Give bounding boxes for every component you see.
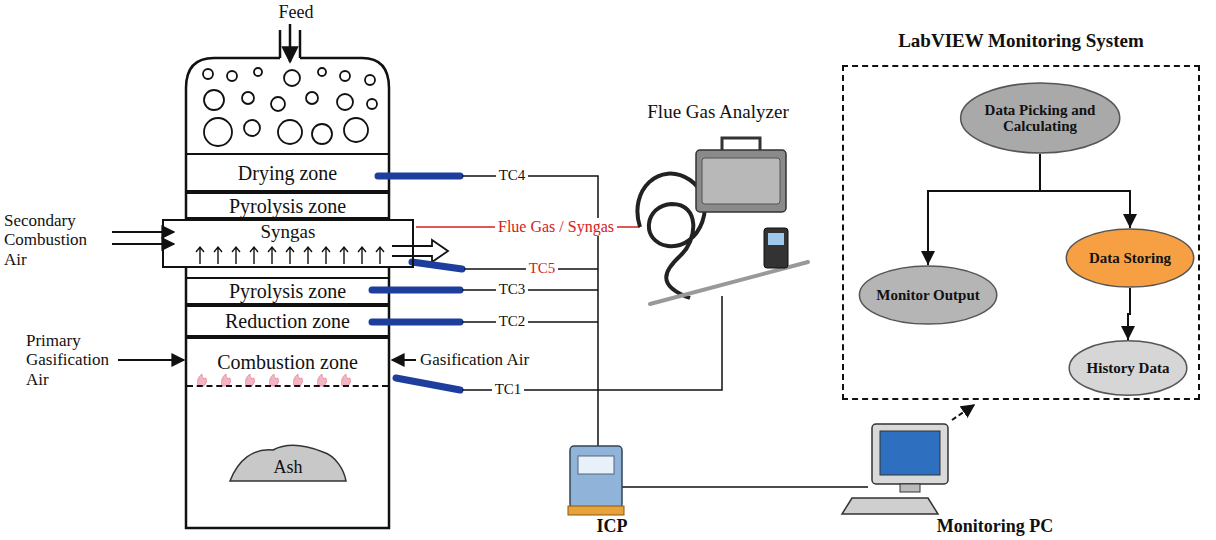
feedstock-particles (203, 68, 377, 146)
zone-band: Drying zone (187, 153, 388, 192)
air-label: Secondary Combustion Air (4, 211, 104, 270)
software-panel: LabVIEW Monitoring SystemData Picking an… (842, 65, 1200, 400)
thermocouple-label: TC3 (496, 281, 529, 298)
process-ellipse: History Data (1068, 340, 1188, 396)
process-ellipse: Data Storing (1065, 228, 1195, 288)
zone-label: Drying zone (238, 162, 337, 184)
flames (198, 374, 351, 386)
panel-heading: LabVIEW Monitoring System (824, 31, 1216, 52)
feed-label: Feed (279, 2, 314, 23)
feed-arrow (289, 24, 292, 62)
syngas-outlet-arrow (392, 240, 448, 262)
ellipse-outline (960, 83, 1119, 153)
air-label: Primary Gasification Air (26, 331, 121, 390)
ash-mound (230, 446, 346, 481)
zone-label: Reduction zone (225, 310, 350, 332)
signal-wires (462, 176, 868, 487)
zone-band: Pyrolysis zone (187, 192, 388, 219)
icp-module (568, 446, 624, 515)
process-label: History Data (1087, 360, 1170, 377)
process-ellipse: Data Picking and Calculating (959, 82, 1121, 154)
device-label: Monitoring PC (937, 516, 1054, 537)
thermocouple-label: TC5 (526, 260, 559, 277)
ellipse-outline (1066, 229, 1193, 287)
air-arrows (112, 232, 416, 360)
air-label: Gasification Air (420, 350, 529, 370)
flow-arrow (928, 154, 1040, 265)
ellipse-outline (1069, 341, 1187, 395)
zone-band: Combustion zone (187, 337, 388, 387)
zone-label: Syngas (261, 222, 316, 243)
thermocouple-label: TC4 (496, 167, 529, 184)
ash-pile: Ash (228, 440, 348, 482)
zone-label: Combustion zone (217, 351, 358, 373)
zone-label: Pyrolysis zone (229, 280, 346, 302)
flue-gas-analyzer (637, 138, 808, 304)
thermocouple-probes (372, 176, 462, 390)
flow-arrow (1040, 154, 1130, 228)
monitoring-pc (842, 424, 948, 514)
zone-band: Pyrolysis zone (187, 277, 388, 305)
thermocouple-label: TC2 (496, 313, 529, 330)
process-label: Data Picking and Calculating (979, 102, 1101, 135)
pc-to-software-arrow (952, 405, 974, 420)
device-label: Flue Gas Analyzer (647, 101, 788, 123)
process-label: Monitor Output (876, 287, 979, 304)
flow-arrow (1128, 288, 1130, 340)
syngas-channel: Syngas (162, 219, 414, 268)
thermocouple-label: TC1 (492, 381, 525, 398)
gas-line-label: Flue Gas / Syngas (495, 218, 617, 236)
process-ellipse: Monitor Output (858, 265, 998, 325)
device-label: ICP (597, 516, 628, 537)
zone-band: Reduction zone (187, 305, 388, 337)
gas-sample-line (416, 226, 640, 228)
syngas-flow-arrows (196, 247, 384, 264)
gasifier-vessel (186, 30, 389, 528)
zone-label: Ash (273, 458, 302, 478)
ellipse-outline (859, 266, 996, 324)
process-label: Data Storing (1089, 250, 1171, 267)
zone-label: Pyrolysis zone (229, 195, 346, 217)
